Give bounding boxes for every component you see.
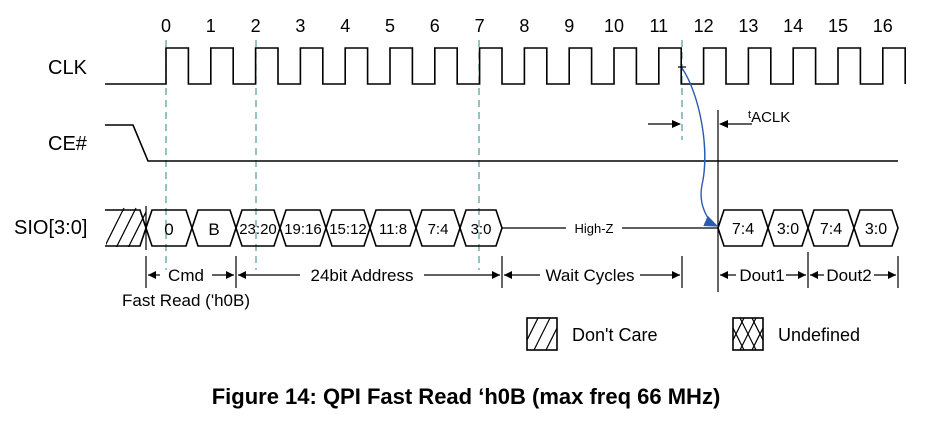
addr-value-19-16: 19:16: [284, 221, 322, 238]
phase-wait-label: Wait Cycles: [545, 266, 634, 285]
cycle-label-13: 13: [738, 16, 758, 36]
dout-cell-4: [853, 209, 899, 247]
cycle-label-14: 14: [783, 16, 803, 36]
taclk-label: tACLK: [748, 109, 790, 126]
cycle-label-2: 2: [251, 16, 261, 36]
phase-dout1-label: Dout1: [739, 266, 784, 285]
ce-label: CE#: [48, 133, 88, 155]
legend-undefined-swatch: [732, 317, 764, 351]
cmd-value-b: B: [208, 220, 219, 239]
cycle-label-1: 1: [206, 16, 216, 36]
addr-value-7-4: 7:4: [428, 221, 449, 238]
ce-waveform: [105, 124, 898, 162]
clk-label: CLK: [48, 57, 88, 79]
high-z-label: High-Z: [574, 221, 613, 236]
addr-value-15-12: 15:12: [329, 221, 367, 238]
legend-undefined-label: Undefined: [778, 325, 860, 345]
phase-address-label: 24bit Address: [310, 266, 413, 285]
clk-waveform: [105, 47, 906, 85]
cycle-label-16: 16: [873, 16, 893, 36]
cycle-label-9: 9: [564, 16, 574, 36]
phase-dout2-label: Dout2: [826, 266, 871, 285]
cycle-label-5: 5: [385, 16, 395, 36]
legend: Don't Care Undefined: [526, 317, 860, 351]
addr-value-23-20: 23:20: [239, 221, 277, 238]
clk-to-dout-arrow: [681, 67, 719, 227]
cycle-label-6: 6: [430, 16, 440, 36]
addr-value-3-0: 3:0: [471, 221, 492, 238]
phase-cmd-sublabel: Fast Read ('h0B): [122, 291, 250, 310]
cycle-label-7: 7: [475, 16, 485, 36]
addr-value-11-8: 11:8: [379, 221, 407, 238]
phase-cmd-label: Cmd: [168, 266, 204, 285]
dout-value-2: 3:0: [777, 221, 799, 238]
cycle-label-8: 8: [519, 16, 529, 36]
legend-dont-care-swatch: [526, 317, 558, 351]
cycle-label-10: 10: [604, 16, 624, 36]
sio-dont-care-hatch: [106, 207, 146, 247]
phase-brackets: Cmd 24bit Address Wait Cycles Dout1 Dout…: [122, 252, 899, 310]
sio-bus: 0 B 23:20 19:16 15:12 11:8 7:4 3:0 High-…: [105, 206, 899, 250]
dout-value-1: 7:4: [732, 221, 754, 238]
cycle-label-12: 12: [694, 16, 714, 36]
cycle-label-11: 11: [649, 16, 668, 36]
sio-label: SIO[3:0]: [14, 217, 87, 239]
cmd-value-0: 0: [164, 220, 173, 239]
cycle-label-0: 0: [161, 16, 171, 36]
figure-caption: Figure 14: QPI Fast Read ‘h0B (max freq …: [211, 384, 721, 409]
dout-value-3: 7:4: [820, 221, 842, 238]
dout-value-4: 3:0: [865, 221, 887, 238]
legend-dont-care-label: Don't Care: [572, 325, 657, 345]
cycle-label-3: 3: [295, 16, 305, 36]
cycle-label-4: 4: [340, 16, 350, 36]
cycle-label-15: 15: [828, 16, 848, 36]
